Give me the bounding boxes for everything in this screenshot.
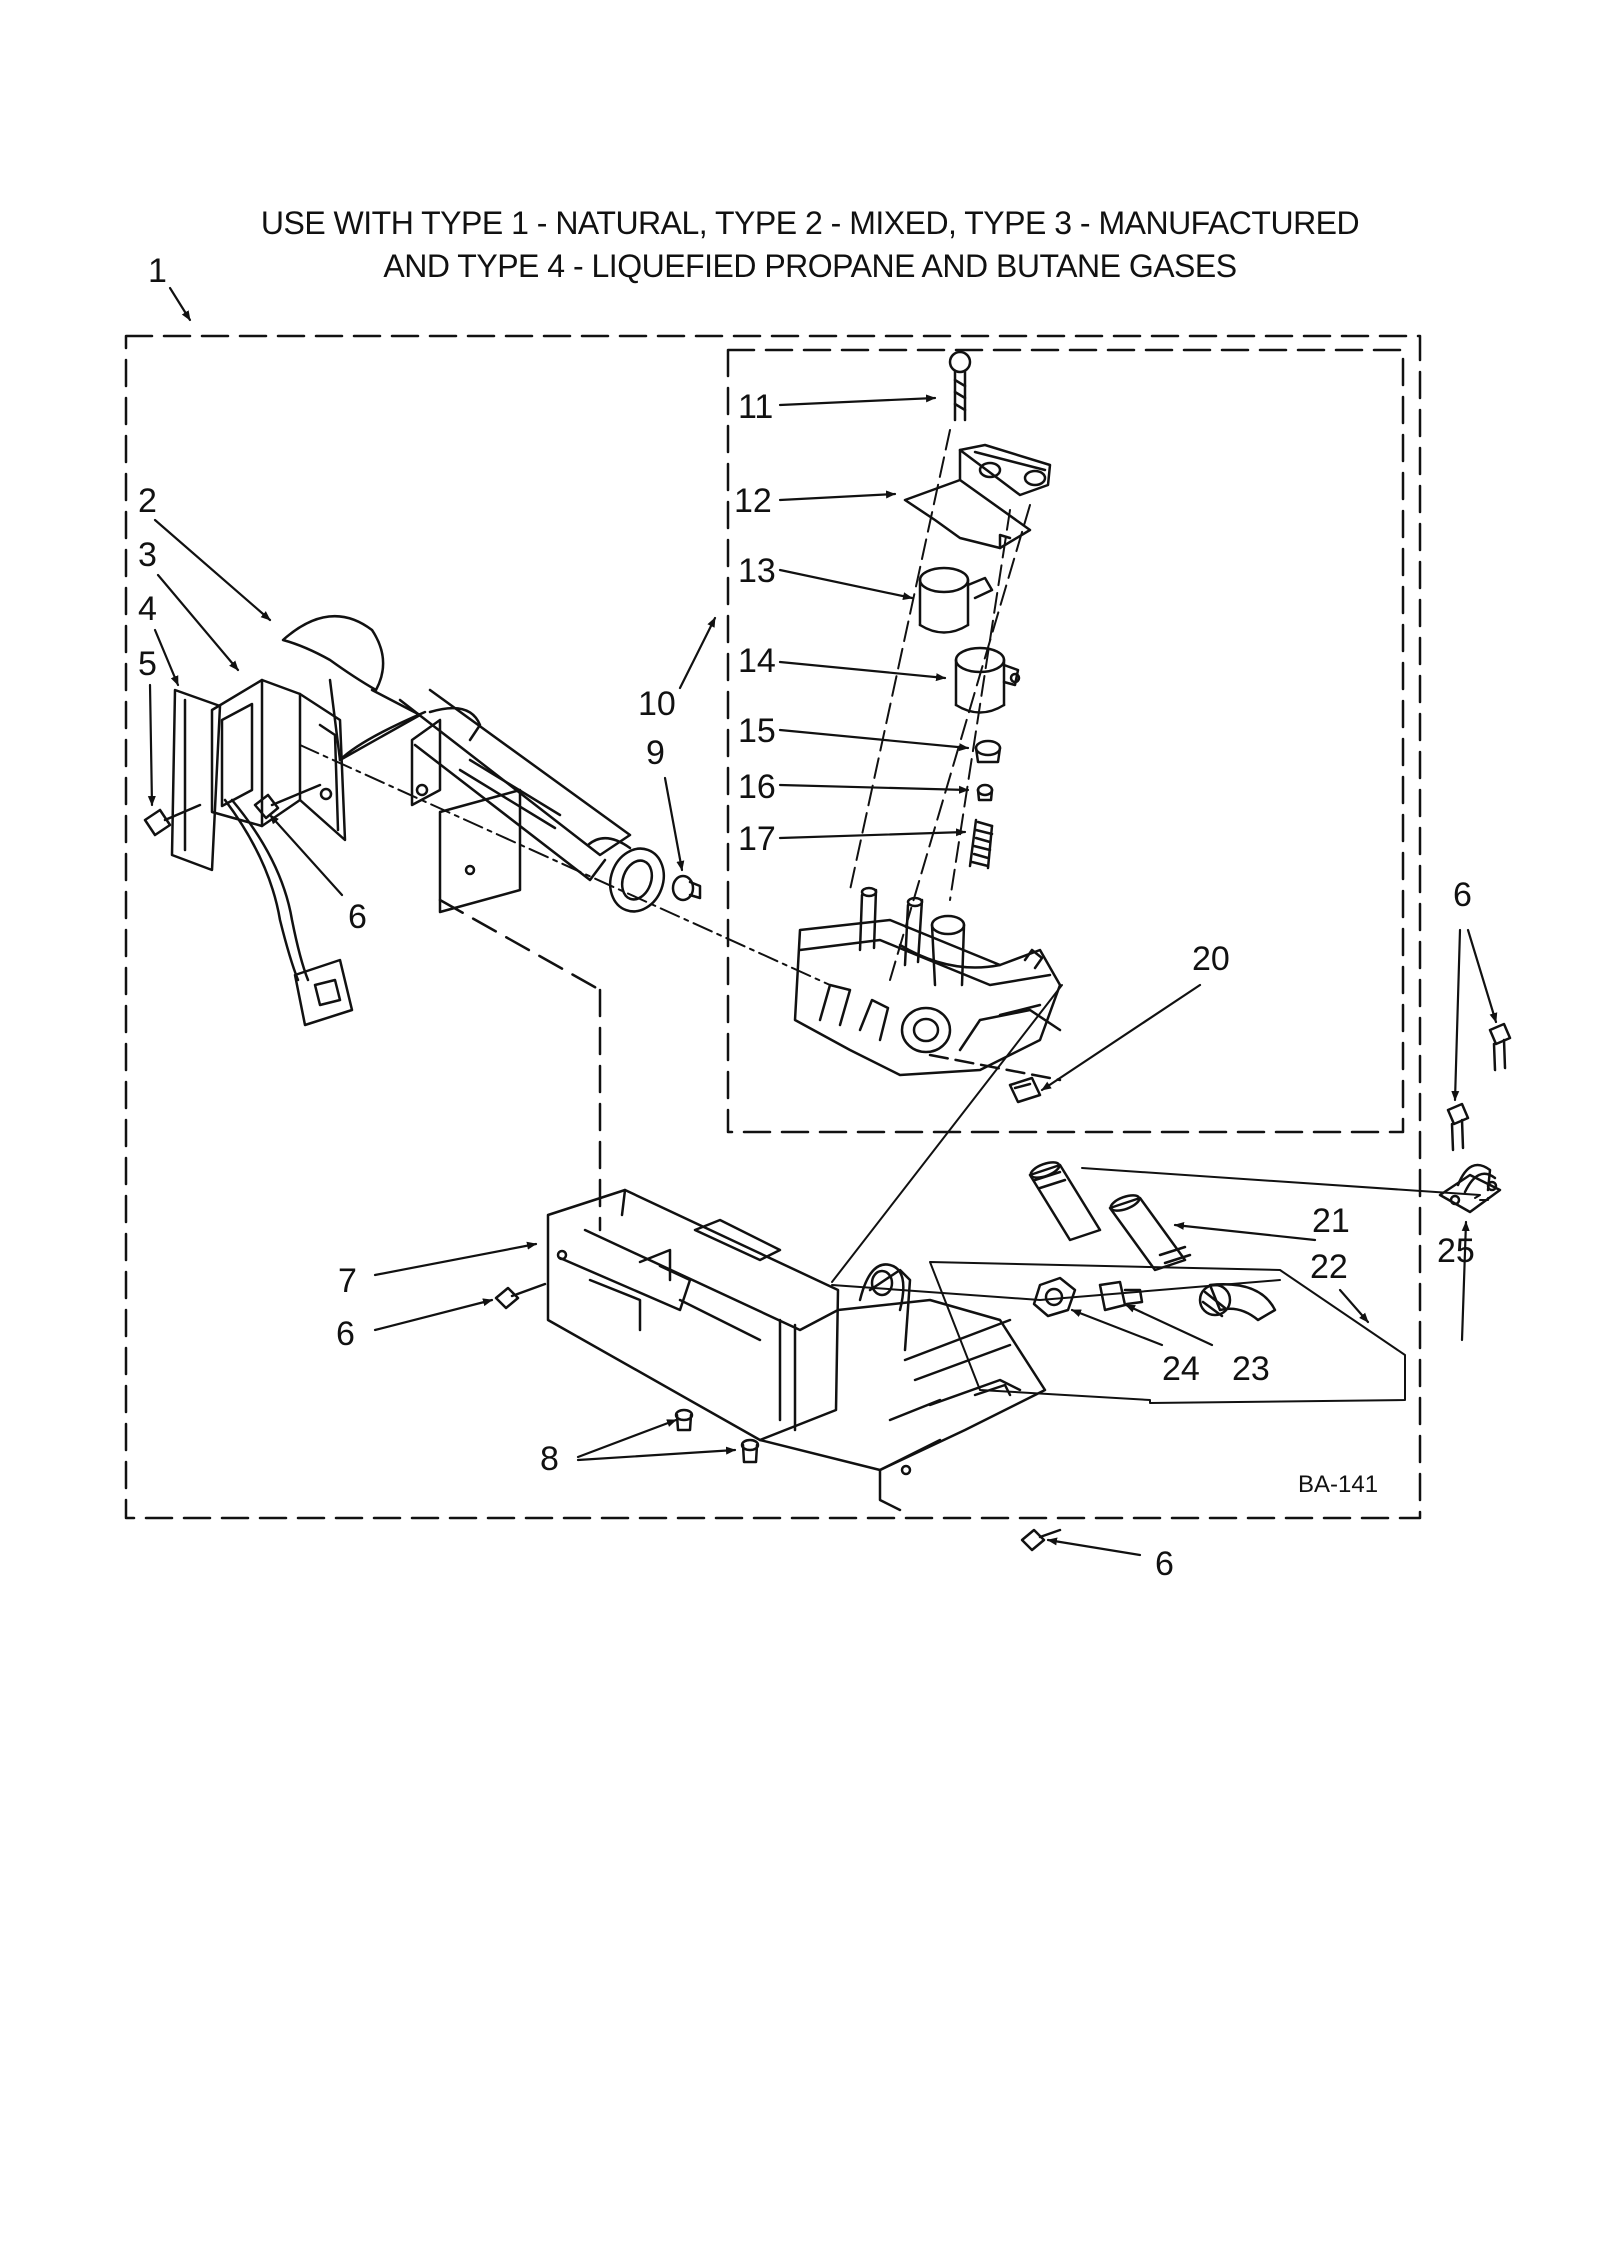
- callout-3: 3: [138, 536, 157, 574]
- gas-elbow-fitting: [1198, 1283, 1277, 1322]
- pipe-assembly-outline: [929, 1261, 1406, 1404]
- igniter-screw: [143, 803, 202, 837]
- callout-11: 11: [738, 388, 773, 426]
- valve-coil-lower: [954, 646, 1021, 714]
- plunger: [976, 783, 994, 802]
- pipe-to-clamp-line: [1081, 1167, 1481, 1199]
- callout-17: 17: [738, 820, 776, 858]
- callout-20: 20: [1192, 940, 1230, 978]
- burner-orifice: [671, 874, 702, 902]
- gas-pipe-nipple-lower: [1108, 1194, 1192, 1272]
- callout-21: 21: [1312, 1202, 1350, 1240]
- callout-14: 14: [738, 642, 776, 680]
- assembly-boundary: [124, 334, 1422, 1520]
- alignment-line-a: [849, 429, 951, 891]
- clamp-screw-left: [1446, 1102, 1470, 1152]
- callout-7: 7: [338, 1262, 357, 1300]
- bracket-screw-left: [253, 783, 322, 820]
- callout-15: 15: [738, 712, 776, 750]
- coil-cover-screw: [948, 350, 972, 422]
- gas-valve-body: [793, 886, 1062, 1082]
- burner-mounting-bracket: [546, 1188, 1047, 1512]
- gas-pipe-nipple: [1028, 1161, 1102, 1242]
- callout-23: 23: [1232, 1350, 1270, 1388]
- heat-shield: [438, 788, 602, 1232]
- callout-leaders: [147, 286, 1498, 1557]
- valve-subassembly-boundary: [726, 348, 1405, 1134]
- callout-12: 12: [734, 482, 772, 520]
- callout-4: 4: [138, 590, 157, 628]
- coil-cover-bracket: [903, 443, 1052, 550]
- callout-10: 10: [638, 685, 676, 723]
- flare-fitting: [1098, 1280, 1144, 1312]
- callout-6-bracket: 6: [348, 898, 367, 936]
- header-line-1: USE WITH TYPE 1 - NATURAL, TYPE 2 - MIXE…: [260, 205, 1360, 241]
- plunger-spring: [968, 818, 994, 870]
- igniter-wire-harness: [223, 798, 354, 1027]
- callout-25: 25: [1437, 1232, 1475, 1270]
- pipe-clamp: [1438, 1163, 1502, 1214]
- plunger-retainer: [974, 739, 1002, 764]
- header-line-2: AND TYPE 4 - LIQUEFIED PROPANE AND BUTAN…: [383, 248, 1237, 284]
- bracket-screw-8a: [674, 1408, 694, 1432]
- bracket-screw-8b: [740, 1438, 760, 1464]
- igniter-bracket: [170, 678, 347, 872]
- callout-24: 24: [1162, 1350, 1200, 1388]
- bracket-screw-6-left: [494, 1282, 547, 1310]
- clamp-screw-right: [1488, 1022, 1512, 1072]
- valve-coil-upper: [918, 566, 994, 634]
- callout-6-left: 6: [336, 1315, 355, 1353]
- bracket-screw-6-bottom: [1020, 1528, 1062, 1552]
- valve-connector-plug: [1008, 1076, 1042, 1104]
- callout-13: 13: [738, 552, 776, 590]
- callout-16: 16: [738, 768, 776, 806]
- callout-9: 9: [646, 734, 665, 772]
- callout-22: 22: [1310, 1248, 1348, 1286]
- alignment-line-c: [949, 509, 1011, 901]
- callout-labels: 1 2 3 4 5 6 6 6 6 7 8 9 10 11 12 13 14 1…: [138, 252, 1475, 1583]
- valve-to-bracket-line: [831, 984, 1063, 1283]
- reference-code: BA-141: [1298, 1471, 1378, 1498]
- burner-to-valve-leader: [299, 744, 831, 986]
- burner-tube: [281, 614, 666, 913]
- callout-8: 8: [540, 1440, 559, 1478]
- alignment-line-b: [889, 504, 1031, 981]
- callout-6-clamp: 6: [1453, 876, 1472, 914]
- callout-6-bottom: 6: [1155, 1545, 1174, 1583]
- flare-nut: [1032, 1276, 1077, 1318]
- callout-5: 5: [138, 645, 157, 683]
- bracket-to-pipe-line: [831, 1279, 1281, 1301]
- callout-1: 1: [148, 252, 167, 290]
- callout-2: 2: [138, 482, 157, 520]
